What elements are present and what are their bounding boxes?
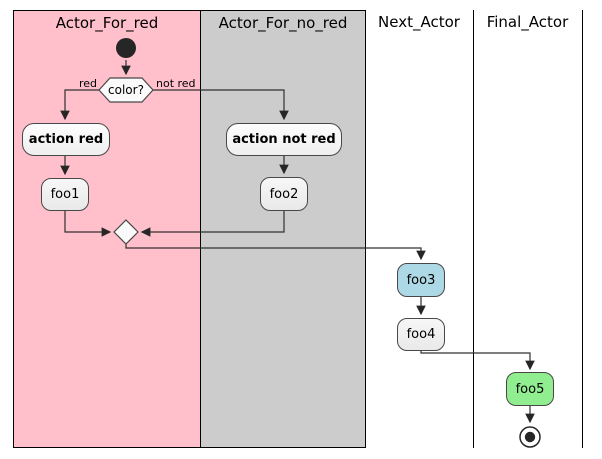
decision-hexagon (98, 77, 154, 103)
edge-decision-to-action-red (60, 89, 99, 121)
lane-title-final-actor: Final_Actor (486, 13, 569, 31)
activity-action-red: action red (22, 123, 110, 156)
decision-label: color? (108, 83, 144, 97)
activity-foo4: foo4 (397, 318, 445, 351)
lane-actor-for-no-red: Actor_For_no_red (200, 10, 366, 448)
edge-decision-to-action-not-red (153, 89, 289, 121)
activity-foo3: foo3 (397, 263, 445, 297)
lane-final-actor: Final_Actor (473, 10, 583, 448)
edge-merge-to-foo3 (125, 244, 426, 261)
start-node (116, 38, 136, 58)
activity-action-not-red: action not red (226, 123, 342, 156)
lane-title-next-actor: Next_Actor (378, 13, 460, 31)
edge-foo4-to-foo5 (420, 351, 535, 371)
merge-diamond (113, 219, 139, 245)
lane-title-actor-for-no-red: Actor_For_no_red (218, 14, 348, 32)
edge-foo2-to-merge (140, 211, 285, 237)
activity-foo1: foo1 (41, 178, 89, 211)
guard-label-not-red: not red (156, 77, 196, 90)
activity-foo2: foo2 (260, 177, 308, 211)
lane-title-actor-for-red: Actor_For_red (55, 14, 159, 32)
activity-foo5: foo5 (506, 372, 554, 406)
end-node-inner (524, 431, 536, 443)
guard-label-red: red (78, 77, 97, 90)
edge-foo1-to-merge (64, 211, 112, 237)
lane-next-actor: Next_Actor (365, 10, 474, 448)
